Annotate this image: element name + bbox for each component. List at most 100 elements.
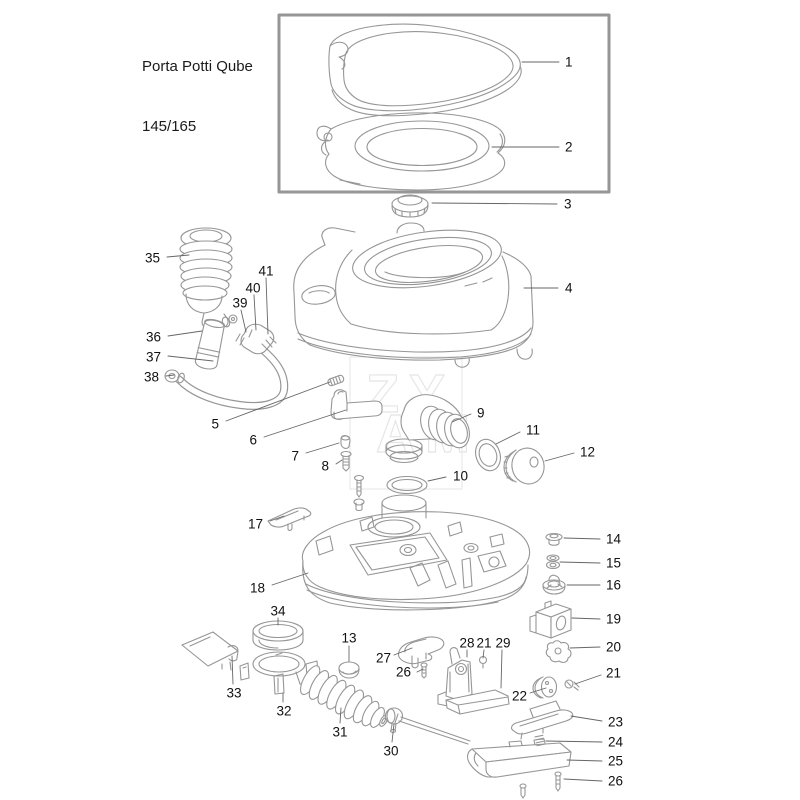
part-1-lid-drawing — [328, 23, 522, 117]
part-29-block-drawing — [445, 689, 510, 715]
callout-26-leader — [563, 778, 603, 782]
callout-33-label: 33 — [226, 686, 241, 701]
part-23-latch-drawing — [511, 700, 574, 740]
part-18-lower-tank-drawing — [301, 494, 531, 611]
callout-16-label: 16 — [606, 578, 621, 593]
part-8-screws-drawing — [340, 450, 365, 512]
callout-20-leader — [569, 646, 601, 649]
callout-37-label: 37 — [146, 350, 161, 365]
callout-3-label: 3 — [564, 197, 572, 212]
callout-41-label: 41 — [258, 264, 273, 279]
callout-29-label: 29 — [495, 636, 510, 651]
title-line1: Porta Potti Qube — [142, 57, 253, 75]
part-3-cap-drawing — [391, 194, 429, 218]
part-38-hose-drawing — [164, 342, 289, 410]
callout-13-label: 13 — [341, 631, 356, 646]
part-10-oring-drawing — [386, 475, 428, 495]
callout-21-leader — [574, 674, 602, 685]
callout-11-label: 11 — [526, 423, 540, 438]
callout-21-label: 21 — [606, 666, 621, 681]
callout-21-leader — [482, 649, 485, 659]
callout-25-label: 25 — [608, 754, 623, 769]
callout-5-label: 5 — [211, 417, 219, 432]
callout-39-label: 39 — [232, 296, 247, 311]
part-14-cap-drawing — [545, 532, 563, 546]
part-16-valve-drawing — [542, 574, 566, 595]
callout-39-leader — [240, 309, 247, 333]
part-2-seat-drawing — [316, 112, 506, 191]
callout-23-label: 23 — [608, 715, 623, 730]
callout-6-label: 6 — [249, 433, 257, 448]
callout-29-leader — [500, 649, 503, 689]
callout-30-label: 30 — [383, 744, 398, 759]
part-25-handle-drawing — [467, 738, 572, 799]
callout-4-label: 4 — [565, 281, 573, 296]
part-36-37-tube-drawing — [194, 318, 225, 370]
callout-5-leader — [225, 381, 331, 422]
callout-7-leader — [305, 442, 340, 454]
callout-18-label: 18 — [250, 581, 265, 596]
part-27-bracket-drawing — [397, 636, 445, 669]
part-11-seal-drawing — [475, 438, 501, 472]
callout-10-label: 10 — [453, 469, 468, 484]
callout-31-label: 31 — [332, 725, 347, 740]
callout-8-label: 8 — [321, 459, 329, 474]
callout-38-leader — [165, 374, 175, 377]
callout-15-leader — [559, 561, 601, 564]
callout-26-label: 26 — [396, 665, 411, 680]
part-26-screw-right-drawing — [554, 771, 562, 792]
part-7-nut-drawing — [340, 435, 351, 449]
callout-8-leader — [335, 459, 343, 465]
part-26-screw-left-drawing — [420, 662, 428, 679]
callout-15-label: 15 — [606, 556, 621, 571]
callout-27-leader — [393, 647, 413, 656]
part-6-handle-drawing — [330, 389, 383, 420]
part-28-latch-mech-drawing — [437, 647, 473, 709]
callout-2-label: 2 — [565, 140, 573, 155]
callout-18-leader — [271, 572, 309, 586]
title-line2: 145/165 — [142, 118, 197, 136]
part-4-upper-tank-drawing — [293, 222, 534, 368]
callout-24-label: 24 — [608, 735, 624, 750]
callout-25-leader — [566, 759, 603, 762]
callout-12-label: 12 — [580, 445, 595, 460]
callout-41-leader — [265, 277, 269, 335]
highlight-box — [277, 13, 611, 194]
part-20-clip-drawing — [545, 640, 572, 663]
part-22-wheel-drawing — [532, 676, 558, 699]
part-33-blade-drawing — [181, 631, 239, 671]
callout-9-label: 9 — [477, 406, 485, 421]
callout-6-leader — [263, 409, 347, 438]
callout-31-leader — [339, 707, 342, 724]
part-31-bellows-drawing — [299, 665, 389, 728]
callout-17-label: 17 — [248, 517, 263, 532]
callout-24-leader — [545, 740, 603, 743]
part-15-seals-drawing — [545, 554, 561, 570]
part-35-pump-drawing — [179, 227, 238, 330]
callout-22-leader — [529, 687, 547, 694]
callout-19-label: 19 — [606, 612, 621, 627]
callout-26-leader — [416, 668, 424, 673]
callout-7-label: 7 — [291, 449, 299, 464]
diagram-title: Porta Potti Qube 145/165 — [142, 16, 253, 178]
part-19-vent-drawing — [529, 600, 572, 639]
callout-19-leader — [571, 617, 601, 620]
part-30-roller-drawing — [384, 707, 404, 734]
part-5-pin-drawing — [327, 374, 345, 387]
part-21-screw-right-drawing — [564, 679, 580, 691]
callout-14-label: 14 — [606, 532, 622, 547]
callout-22-label: 22 — [512, 689, 527, 704]
callout-20-label: 20 — [606, 640, 621, 655]
callout-37-leader — [167, 355, 214, 362]
callout-35-leader — [166, 254, 190, 258]
callout-3-leader — [431, 202, 558, 205]
callout-9-leader — [451, 413, 472, 423]
callouts-layer: 1234567891011121314151617181920212122232… — [144, 55, 624, 789]
callout-1-label: 1 — [565, 55, 573, 70]
part-24-spring-drawing — [534, 734, 546, 747]
callout-36-label: 36 — [146, 330, 161, 345]
part-39-41-elbow-drawing — [235, 323, 277, 355]
callout-35-label: 35 — [145, 251, 160, 266]
